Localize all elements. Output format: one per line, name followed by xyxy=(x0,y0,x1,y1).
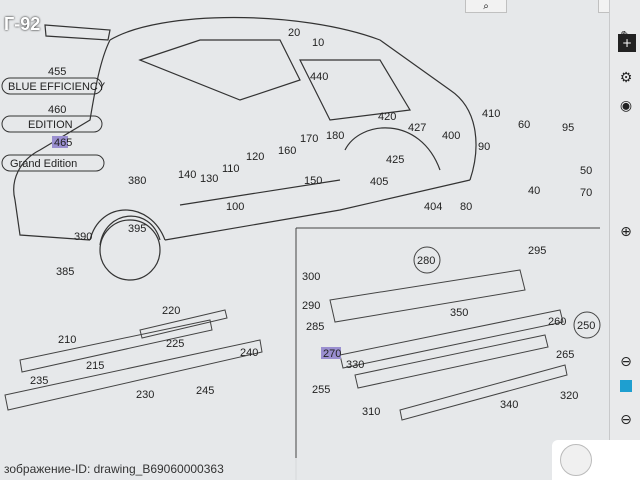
callout-100[interactable]: 100 xyxy=(226,201,244,213)
callout-80[interactable]: 80 xyxy=(460,201,472,213)
callout-240[interactable]: 240 xyxy=(240,347,258,359)
callout-140[interactable]: 140 xyxy=(178,169,196,181)
zoom-in-icon[interactable]: ⊕ xyxy=(620,224,632,240)
callout-385[interactable]: 385 xyxy=(56,266,74,278)
callout-420[interactable]: 420 xyxy=(378,111,396,123)
bazar-logo-icon xyxy=(560,444,592,476)
callout-180[interactable]: 180 xyxy=(326,130,344,142)
callout-245[interactable]: 245 xyxy=(196,385,214,397)
callout-320[interactable]: 320 xyxy=(560,390,578,402)
callout-380[interactable]: 380 xyxy=(128,175,146,187)
parts-drawing-viewer[interactable]: BLUE EFFICIENCY EDITION Grand Edition 45… xyxy=(0,0,610,480)
callout-230[interactable]: 230 xyxy=(136,389,154,401)
callout-10[interactable]: 10 xyxy=(312,37,324,49)
callout-460[interactable]: 460 xyxy=(48,104,66,116)
callout-285[interactable]: 285 xyxy=(306,321,324,333)
callout-110[interactable]: 110 xyxy=(222,163,240,175)
color-square-icon[interactable] xyxy=(620,380,632,392)
callout-170[interactable]: 170 xyxy=(300,133,318,145)
emblem-blue-efficiency: BLUE EFFICIENCY xyxy=(8,81,106,93)
callout-395[interactable]: 395 xyxy=(128,223,146,235)
callout-130[interactable]: 130 xyxy=(200,173,218,185)
callout-295[interactable]: 295 xyxy=(528,245,546,257)
search-button[interactable]: ⌕ xyxy=(465,0,507,13)
callout-210[interactable]: 210 xyxy=(58,334,76,346)
callout-150[interactable]: 150 xyxy=(304,175,322,187)
callout-250[interactable]: 250 xyxy=(577,320,595,332)
callout-120[interactable]: 120 xyxy=(246,151,264,163)
callout-400[interactable]: 400 xyxy=(442,130,460,142)
callout-220[interactable]: 220 xyxy=(162,305,180,317)
callout-225[interactable]: 225 xyxy=(166,338,184,350)
callout-330[interactable]: 330 xyxy=(346,359,364,371)
callout-70[interactable]: 70 xyxy=(580,187,592,199)
callout-427[interactable]: 427 xyxy=(408,122,426,134)
callout-160[interactable]: 160 xyxy=(278,145,296,157)
callout-300[interactable]: 300 xyxy=(302,271,320,283)
add-icon[interactable]: + xyxy=(618,34,636,52)
settings-icon[interactable]: ⚙ xyxy=(619,70,633,86)
bazar-logo-badge xyxy=(552,440,640,480)
zoom-reset-icon[interactable]: ⊖ xyxy=(620,412,632,428)
right-toolbar: ✎ + ⚙ ◉ ⊕ ⊖ ⊖ xyxy=(609,0,640,480)
callout-215[interactable]: 215 xyxy=(86,360,104,372)
callout-95[interactable]: 95 xyxy=(562,122,574,134)
callout-440[interactable]: 440 xyxy=(310,71,328,83)
callout-260[interactable]: 260 xyxy=(548,316,566,328)
callout-280[interactable]: 280 xyxy=(417,255,435,267)
search-icon: ⌕ xyxy=(483,0,489,12)
callout-255[interactable]: 255 xyxy=(312,384,330,396)
callout-290[interactable]: 290 xyxy=(302,300,320,312)
watermark-label: Г-92 xyxy=(4,14,41,34)
parts-diagram: BLUE EFFICIENCY EDITION Grand Edition 45… xyxy=(1,16,601,480)
callout-425[interactable]: 425 xyxy=(386,154,404,166)
callout-465[interactable]: 465 xyxy=(54,137,72,149)
callout-90[interactable]: 90 xyxy=(478,141,490,153)
emblem-grand-edition: Grand Edition xyxy=(10,158,77,170)
callout-390[interactable]: 390 xyxy=(74,231,92,243)
emblem-edition: EDITION xyxy=(28,119,73,131)
callout-20[interactable]: 20 xyxy=(288,27,300,39)
record-icon[interactable]: ◉ xyxy=(619,98,633,114)
callout-340[interactable]: 340 xyxy=(500,399,518,411)
callout-404[interactable]: 404 xyxy=(424,201,442,213)
callout-455[interactable]: 455 xyxy=(48,66,66,78)
callout-410[interactable]: 410 xyxy=(482,108,500,120)
callout-50[interactable]: 50 xyxy=(580,165,592,177)
callout-350[interactable]: 350 xyxy=(450,307,468,319)
callout-270[interactable]: 270 xyxy=(323,348,341,360)
zoom-out-icon[interactable]: ⊖ xyxy=(620,354,632,370)
callout-405[interactable]: 405 xyxy=(370,176,388,188)
top-control[interactable] xyxy=(598,0,610,13)
callout-60[interactable]: 60 xyxy=(518,119,530,131)
callout-265[interactable]: 265 xyxy=(556,349,574,361)
callout-310[interactable]: 310 xyxy=(362,406,380,418)
callout-235[interactable]: 235 xyxy=(30,375,48,387)
callout-40[interactable]: 40 xyxy=(528,185,540,197)
image-id-status: зображение-ID: drawing_B69060000363 xyxy=(0,458,610,480)
